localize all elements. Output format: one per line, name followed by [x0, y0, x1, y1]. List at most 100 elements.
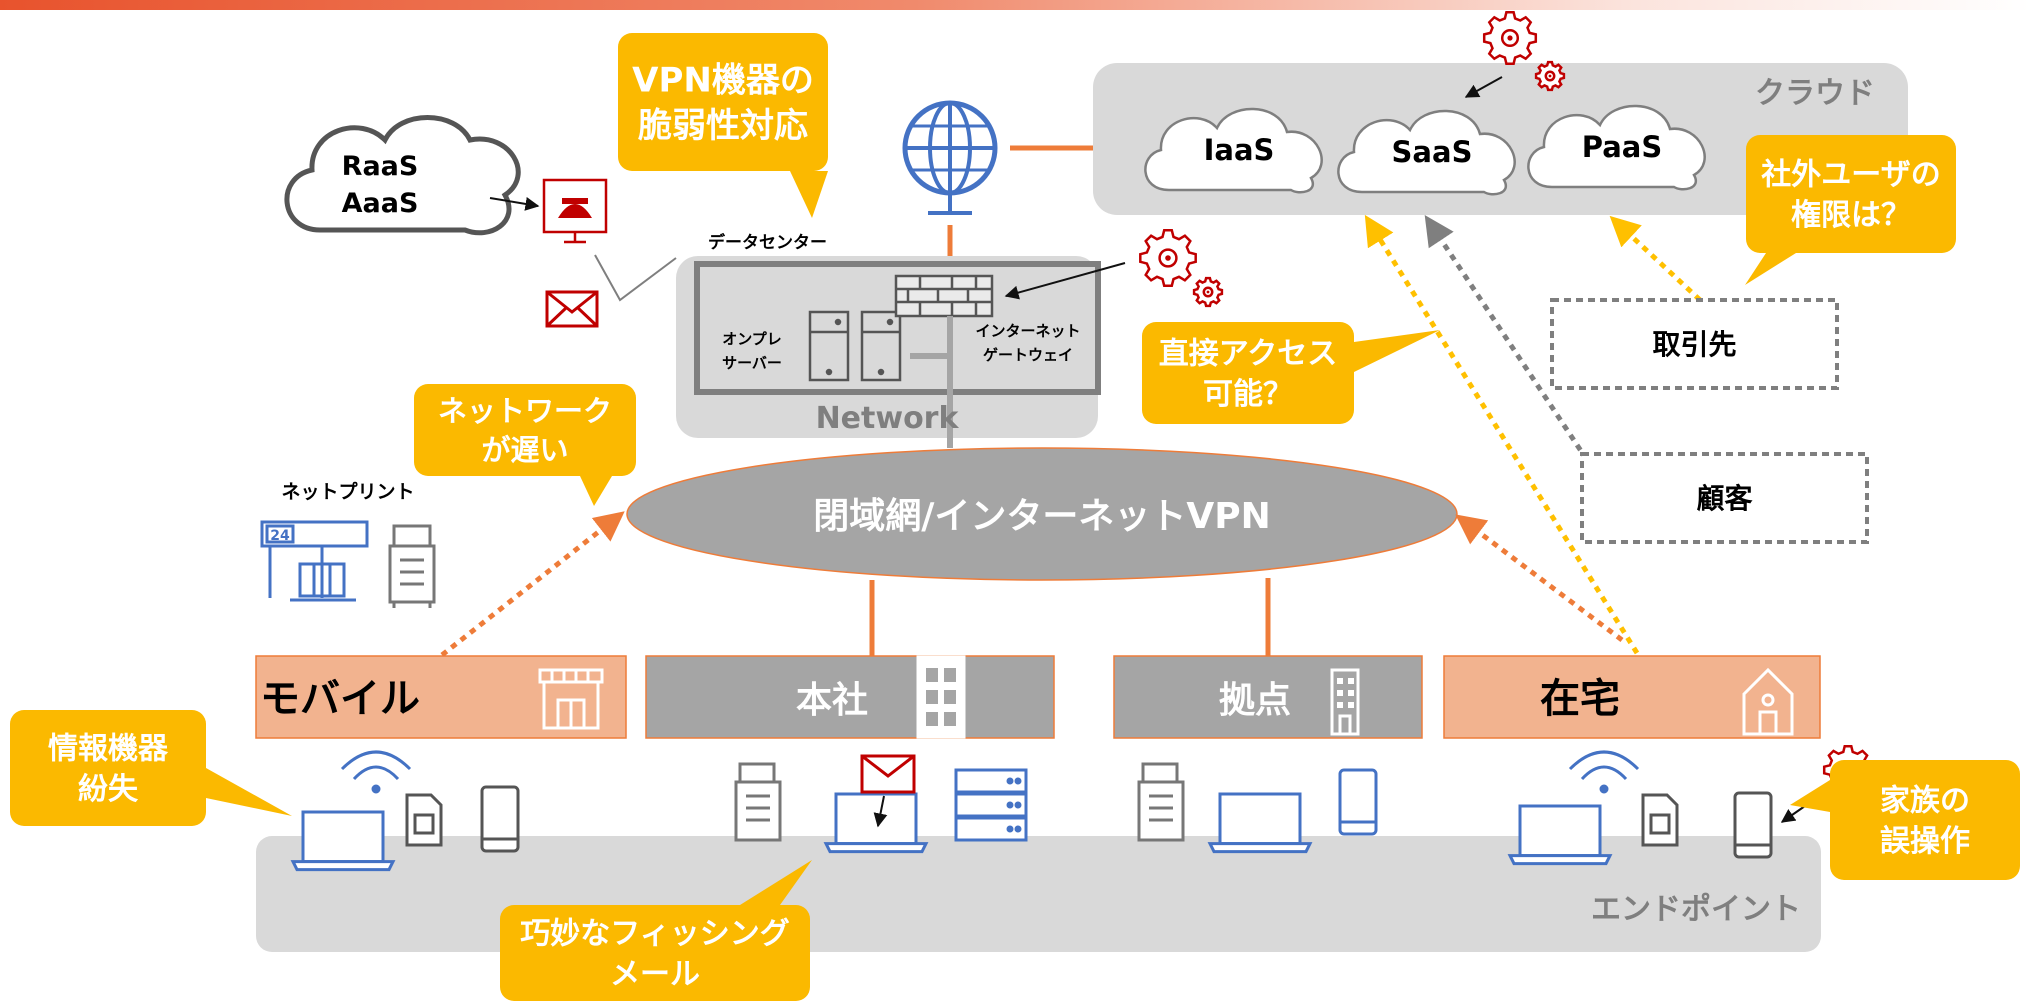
kiosk-number: 24: [270, 528, 290, 544]
saas-threat-arrow: [1464, 76, 1503, 98]
laptop-icon: [290, 810, 396, 872]
callout-text: が遅い: [481, 433, 568, 467]
location-label: モバイル: [260, 676, 420, 722]
wifi-icon: [1568, 750, 1640, 794]
callout-text: ネットワーク: [438, 394, 612, 428]
building-icon: [916, 655, 966, 739]
location-banner-2: 本社: [645, 655, 1055, 739]
callout-text: 紛失: [78, 772, 139, 807]
closed-network-label: 閉域網/インターネットVPN: [813, 496, 1271, 537]
callout-text: 社外ユーザの: [1761, 158, 1940, 193]
partner-label: 顧客: [1696, 482, 1753, 515]
home-network-arrow: [1455, 514, 1624, 642]
raas-attacker-arrow: [489, 197, 540, 211]
server-icon: [860, 310, 902, 382]
virus-gear-icon: [1139, 229, 1197, 287]
phishing-arrow: [873, 795, 888, 828]
location-banner-4: 在宅: [1443, 655, 1821, 739]
virus-gear-icon: [1534, 60, 1566, 92]
house-icon: [1742, 667, 1794, 736]
shop-icon: [538, 668, 604, 730]
onprem-label-2: サーバー: [722, 354, 782, 372]
cloud-service-label: SaaS: [1392, 135, 1473, 169]
callout-text: 可能？: [1203, 377, 1293, 412]
firewall-threat-arrow: [1004, 262, 1126, 300]
sim-card-icon: [405, 793, 443, 847]
partner-paas-arrow: [1609, 215, 1702, 302]
mobile-network-arrow: [440, 511, 625, 657]
cloud-service-label: IaaS: [1204, 133, 1275, 167]
callout-text: 家族の: [1880, 784, 1970, 819]
datacenter-label: データセンター: [708, 232, 827, 253]
raas-label-2: AaaS: [342, 188, 419, 219]
misop-arrow: [1780, 805, 1806, 823]
smartphone-icon: [480, 785, 520, 853]
laptop-icon: [1507, 804, 1613, 866]
gateway-line: [910, 316, 953, 448]
closed-network: 閉域網/インターネットVPN: [626, 447, 1458, 581]
location-label: 在宅: [1540, 676, 1620, 722]
attack-path-line: [594, 254, 677, 302]
printer-icon: [388, 524, 436, 608]
location-banner-1: モバイル: [255, 655, 627, 739]
hacker-icon: [542, 178, 608, 244]
gateway-label-2: ゲートウェイ: [983, 346, 1073, 364]
partner-box: 顧客: [1580, 452, 1869, 544]
location-label: 本社: [796, 680, 868, 721]
sim-card-icon: [1641, 793, 1679, 847]
smartphone-icon: [1733, 791, 1773, 859]
location-banner-3: 拠点: [1113, 655, 1423, 739]
endpoint-label: エンドポイント: [1591, 892, 1801, 927]
cloud-service-label: PaaS: [1582, 130, 1663, 164]
callout-text: 権限は？: [1791, 198, 1911, 233]
globe-icon: [902, 100, 998, 215]
callout-text: 巧妙なフィッシング: [520, 917, 789, 952]
virus-gear-icon: [1192, 276, 1224, 308]
gateway-label-1: インターネット: [975, 322, 1080, 340]
phishing-mail-icon: [860, 754, 916, 794]
raas-cloud: RaaS AaaS: [284, 115, 521, 236]
storage-server-icon: [954, 768, 1028, 842]
callout-text: メール: [610, 957, 700, 992]
datacenter: データセンター オンプレ サーバー: [676, 232, 1126, 448]
callout-text: 脆弱性対応: [638, 106, 808, 146]
wifi-icon: [340, 750, 412, 794]
raas-label-1: RaaS: [342, 151, 419, 182]
netprint-label: ネットプリント: [281, 480, 414, 503]
callout-text: VPN機器の: [632, 60, 814, 100]
mail-icon: [545, 290, 599, 328]
callout-text: 情報機器: [48, 732, 169, 767]
cloud-area-label: クラウド: [1755, 76, 1875, 111]
cloud-service-paas: PaaS: [1527, 104, 1706, 191]
laptop-icon: [1207, 792, 1313, 854]
server-icon: [808, 310, 850, 382]
onprem-label-1: オンプレ: [722, 330, 782, 348]
location-label: 拠点: [1219, 680, 1291, 721]
cloud-service-saas: SaaS: [1337, 109, 1516, 196]
cloud-area: クラウド IaaS SaaS PaaS: [1093, 63, 1908, 215]
callout-text: 誤操作: [1880, 824, 1970, 859]
smartphone-icon: [1338, 768, 1378, 836]
callout-text: 直接アクセス: [1159, 337, 1338, 372]
netprint: ネットプリント 24: [260, 480, 436, 608]
laptop-icon: [823, 792, 929, 854]
partner-box: 取引先: [1550, 298, 1839, 390]
home-saas-arrow: [1364, 214, 1640, 655]
partner-label: 取引先: [1652, 328, 1736, 361]
network-label: Network: [816, 401, 960, 436]
top-accent-bar: [0, 0, 2031, 10]
virus-gear-icon: [1482, 10, 1538, 66]
copier-icon: [1137, 762, 1185, 842]
copier-icon: [734, 762, 782, 842]
cloud-service-iaas: IaaS: [1144, 107, 1323, 194]
tower-icon: [1330, 668, 1360, 736]
kiosk-icon: 24: [260, 520, 369, 602]
